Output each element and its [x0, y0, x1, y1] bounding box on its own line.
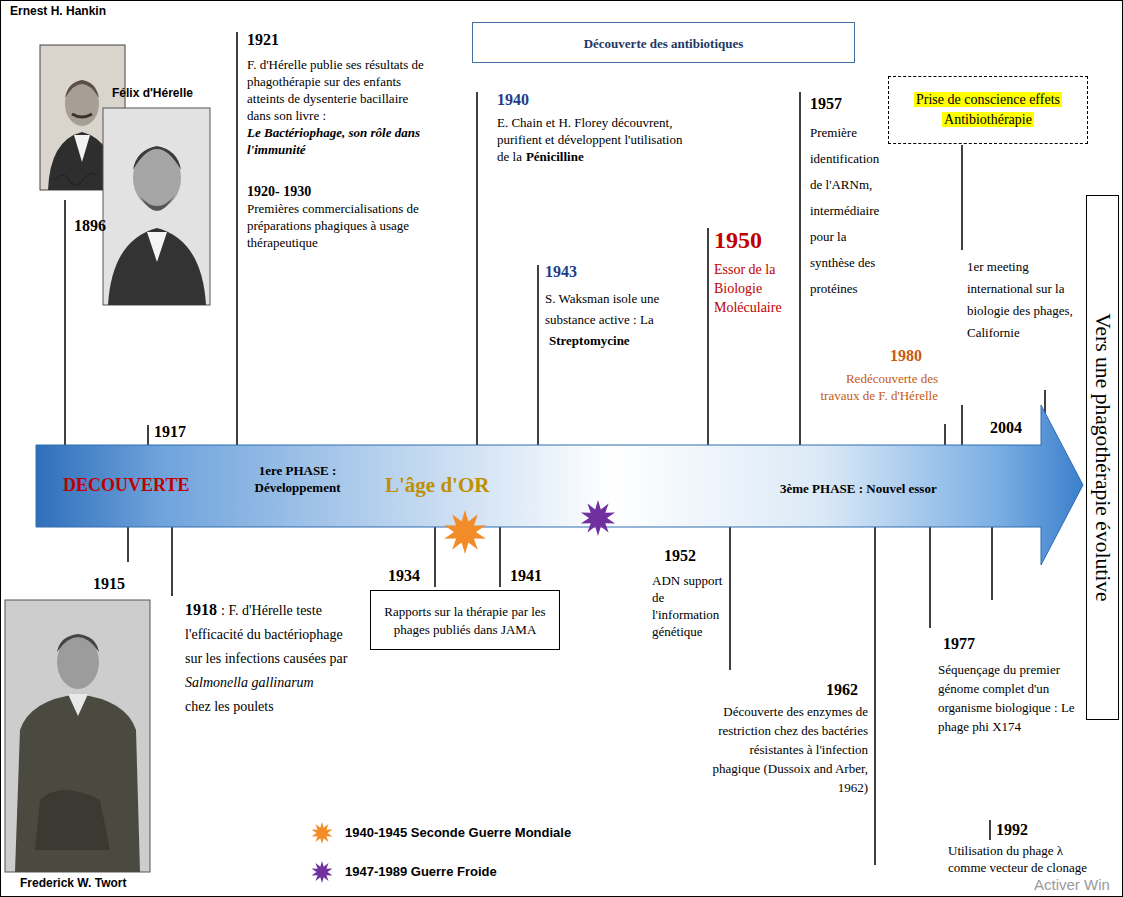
year-label: 1896 [74, 216, 106, 236]
event-text: ADN support de l'information génétique [652, 572, 726, 640]
event-keyword: Pénicilline [526, 148, 584, 165]
war-star [444, 510, 486, 554]
box-text: Découverte des antibiotiques [584, 36, 744, 51]
section-box: Découverte des antibiotiques [472, 22, 855, 63]
year-label: 1934 [388, 566, 420, 586]
event-text: F. d'Hérelle publie ses résultats de pha… [247, 57, 424, 123]
year-label: 1950 [714, 226, 762, 254]
year-label: 1941 [510, 566, 542, 586]
event-text: Utilisation du phage λ comme vecteur de … [948, 842, 1093, 876]
text-wrap: Découverte des antibiotiques [584, 34, 744, 52]
year-label: 1977 [943, 634, 975, 654]
timeline-arrow: DECOUVERTE 1ere PHASE : Développement L'âg… [36, 400, 1086, 568]
portrait-herelle [103, 108, 210, 305]
watermark: Activer Win [1034, 876, 1110, 894]
event-text: Essor de la Biologie Moléculaire [714, 260, 798, 317]
year-label: 1992 [996, 820, 1028, 840]
year-label: 1920- 1930 [247, 182, 311, 202]
phase-label: 1ere PHASE : Développement [240, 462, 355, 496]
text-wrap: Prise de conscience effets Antibiothérap… [897, 90, 1079, 130]
event-text: Première identification de l'ARNm, inter… [810, 120, 888, 302]
text-group: S. Waksman isole une substance active : … [545, 288, 703, 351]
event-text: 1er meeting international sur la biologi… [967, 256, 1079, 344]
war-star [312, 861, 333, 883]
species-name: Salmonella gallinarum [185, 671, 363, 695]
event-text: Séquençage du premier génome complet d'u… [938, 660, 1088, 736]
person-name: Frederick W. Twort [20, 876, 126, 891]
phase-label: 3ème PHASE : Nouvel essor [780, 480, 937, 497]
arrow-body [36, 405, 1083, 565]
legend-text: 1940-1945 Seconde Guerre Mondiale [345, 825, 571, 841]
phase-title: L'âge d'OR [385, 472, 489, 498]
highlight-box: Prise de conscience effets Antibiothérap… [888, 76, 1088, 144]
year-label: 1917 [154, 422, 186, 442]
conclusion-box: Vers une phagothérapie évolutive [1086, 195, 1119, 720]
event-text: Redécouverte des travaux de F. d'Hérelle [810, 370, 938, 404]
person-name: Ernest H. Hankin [10, 4, 106, 19]
text-group: E. Chain et H. Florey découvrent, purifi… [497, 114, 689, 165]
event-keyword: Streptomycine [549, 330, 630, 351]
year-label: 1952 [664, 546, 696, 566]
rotated-title: Vers une phagothérapie évolutive [1087, 196, 1118, 719]
year-label: 1962 [826, 680, 858, 700]
war-star [312, 822, 333, 844]
portrait-twort [5, 600, 150, 872]
year-label: 1921 [247, 30, 279, 50]
legend-text: 1947-1989 Guerre Froide [345, 864, 497, 880]
text-wrap: Rapports sur la thérapie par les phages … [379, 602, 551, 638]
year-label: 1940 [497, 90, 529, 110]
box-text: Rapports sur la thérapie par les phages … [384, 604, 545, 637]
event-text: E. Chain et H. Florey découvrent, purifi… [497, 115, 682, 164]
person-name: Félix d'Hérelle [112, 86, 193, 101]
year-label: 1918 [185, 601, 217, 618]
legend-symbols [312, 822, 333, 883]
note-box: Rapports sur la thérapie par les phages … [370, 590, 560, 650]
year-label: 2004 [990, 418, 1022, 438]
year-label: 1943 [545, 262, 577, 282]
event-text: S. Waksman isole une substance active : … [545, 291, 659, 327]
phase-title: DECOUVERTE [63, 474, 189, 496]
box-text: Prise de conscience effets Antibiothérap… [914, 92, 1062, 127]
war-star [581, 500, 615, 536]
text-group: F. d'Hérelle publie ses résultats de pha… [247, 56, 427, 158]
event-text: chez les poulets [185, 695, 363, 719]
event-text: Découverte des enzymes de restriction ch… [700, 702, 868, 797]
year-label: 1915 [93, 574, 125, 594]
book-title: Le Bactériophage, son rôle dans l'immuni… [247, 124, 427, 158]
event-text: Premières commercialisations de préparat… [247, 200, 432, 251]
text-group: 1918: F. d'Hérelle teste l'efficacité du… [185, 598, 363, 719]
year-label: 1957 [810, 94, 842, 114]
year-label: 1980 [890, 346, 922, 366]
